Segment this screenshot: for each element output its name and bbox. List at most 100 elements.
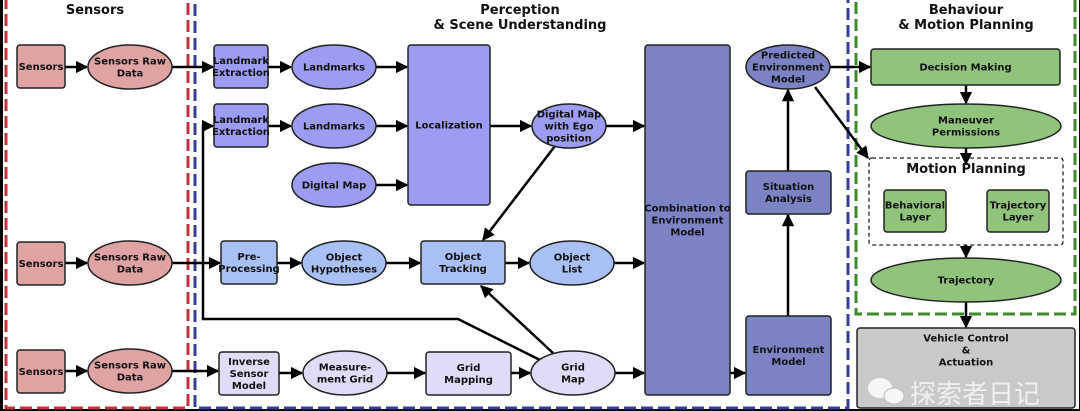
- node-label-line: Predicted: [761, 51, 815, 62]
- node-label-line: Actuation: [939, 358, 994, 369]
- node-label-line: Situation: [763, 182, 814, 193]
- process-box: [218, 351, 280, 396]
- node-label-line: Tracking: [439, 264, 487, 275]
- node-label-line: Digital Map: [302, 181, 367, 192]
- data-ellipse: [291, 103, 377, 149]
- data-ellipse: [87, 348, 173, 394]
- node-label: Digital Map: [302, 181, 367, 192]
- feedback-arrow-grid-to-landmark: [201, 119, 541, 362]
- wechat-watermark: 探索者日记: [868, 378, 1040, 410]
- node-label-line: Extraction: [212, 68, 270, 79]
- node-label-line: position: [546, 134, 592, 145]
- node-label-line: Sensors: [19, 259, 64, 270]
- node-label-line: Model: [232, 381, 266, 392]
- node-label-line: Sensors: [19, 62, 64, 73]
- node-label-line: Landmark: [213, 115, 269, 126]
- node-label-line: Sensors: [19, 367, 64, 378]
- data-ellipse: [745, 44, 831, 90]
- node-label-line: Model: [670, 228, 704, 239]
- process-box: [425, 351, 512, 396]
- sensors-panel: [4, 0, 190, 410]
- data-ellipse: [870, 103, 1062, 149]
- node-label-line: Landmarks: [303, 63, 365, 74]
- data-ellipse: [870, 257, 1062, 303]
- process-box: [856, 327, 1076, 409]
- node-label-line: Object: [445, 252, 482, 263]
- node-dm: Digital Map: [291, 162, 377, 208]
- data-ellipse: [291, 162, 377, 208]
- perception-panel-title-line: Perception: [480, 3, 559, 18]
- node-s3: Sensors: [16, 349, 66, 394]
- node-label-line: Model: [771, 75, 805, 86]
- motion-planning-title: Motion Planning: [906, 162, 1026, 177]
- node-label-line: Analysis: [765, 194, 812, 205]
- node-vca: Vehicle Control&Actuation: [856, 327, 1076, 409]
- node-label-line: List: [562, 265, 583, 276]
- node-label-line: Trajectory: [990, 201, 1047, 212]
- sensors-panel-title: Sensors: [66, 3, 125, 18]
- node-label-line: Layer: [1002, 213, 1033, 224]
- node-traj: Trajectory: [870, 257, 1062, 303]
- data-ellipse: [531, 103, 607, 149]
- behaviour-panel-title-line: & Motion Planning: [898, 18, 1033, 33]
- node-loc: Localization: [407, 44, 491, 206]
- node-label-line: Sensors Raw: [94, 253, 166, 264]
- node-label-line: Inverse: [228, 357, 270, 368]
- sensors-panel-title-line: Sensors: [66, 3, 125, 18]
- behaviour-panel-title: Behaviour& Motion Planning: [898, 3, 1033, 33]
- behaviour-panel-title-line: Behaviour: [929, 3, 1004, 18]
- wechat-icon-bubble: [883, 387, 905, 405]
- node-label-line: Grid: [457, 363, 481, 374]
- data-ellipse: [291, 44, 377, 90]
- motion-planning-title-line: Motion Planning: [906, 162, 1026, 177]
- process-box: [16, 349, 66, 394]
- data-ellipse: [529, 240, 615, 286]
- node-label-line: Data: [117, 373, 144, 384]
- node-label-line: Digital Map: [537, 110, 602, 121]
- node-label-line: Layer: [899, 213, 930, 224]
- process-box: [986, 189, 1050, 233]
- node-s1: Sensors: [16, 44, 66, 89]
- node-label: Landmarks: [303, 122, 365, 133]
- node-label-line: Extraction: [212, 127, 270, 138]
- process-box: [644, 44, 731, 396]
- process-box: [220, 240, 278, 285]
- process-box: [16, 44, 66, 89]
- node-label-line: Combination to: [644, 204, 731, 215]
- perception-panel-title: Perception& Scene Understanding: [434, 3, 607, 33]
- node-label: Sensors: [19, 62, 64, 73]
- node-lm2: Landmarks: [291, 103, 377, 149]
- perception-panel-title-line: & Scene Understanding: [434, 18, 607, 33]
- node-label: Measure-ment Grid: [317, 363, 373, 386]
- flow-arrow: [480, 285, 554, 354]
- node-label: Pre-Processing: [218, 252, 279, 275]
- data-ellipse: [87, 44, 173, 90]
- process-box: [407, 44, 491, 206]
